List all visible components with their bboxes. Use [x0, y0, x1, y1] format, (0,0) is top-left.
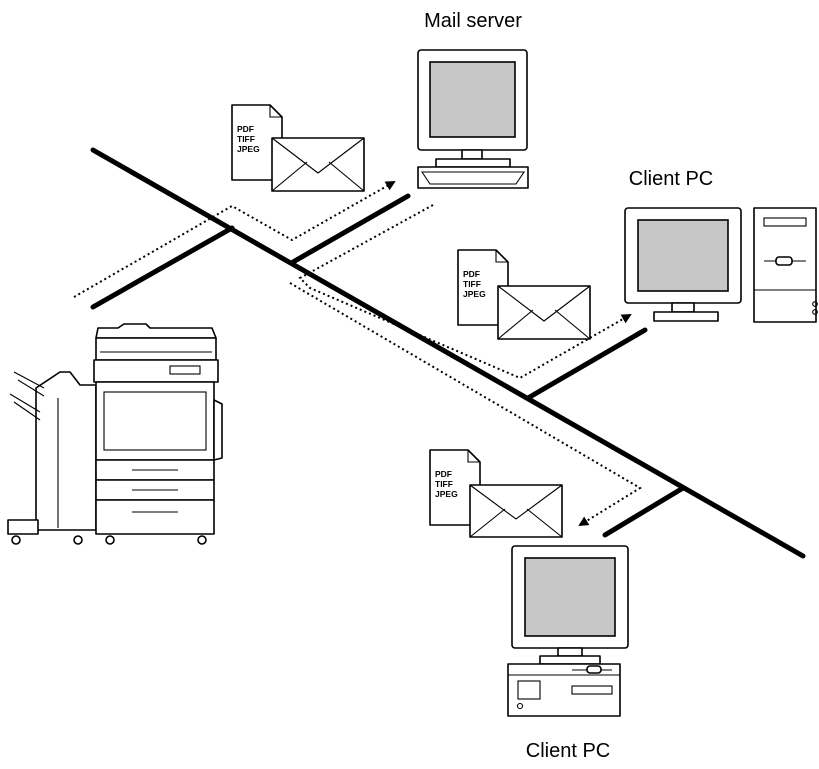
printer-output-tray-2b: [13, 401, 41, 421]
envelope-fold-right: [328, 161, 365, 192]
envelope-icon: [469, 484, 563, 538]
client-pc2-monitor-neck: [557, 647, 583, 657]
client-pc1-monitor-neck: [671, 302, 695, 313]
printer-output-tray-1b: [17, 379, 45, 397]
printer-output-tray-2: [9, 393, 41, 413]
client-pc1-label: Client PC: [629, 168, 713, 190]
envelope-flap: [469, 484, 563, 520]
flow-to-client-pc2: [289, 282, 642, 527]
client-pc2-screen: [524, 557, 616, 637]
client-pc1-monitor-base: [653, 311, 719, 322]
format-pdf: PDF: [463, 269, 480, 279]
client-pc1-drive-bay: [763, 217, 807, 227]
format-tiff: TIFF: [435, 479, 453, 489]
envelope-fold-left: [271, 161, 308, 192]
client-pc2-drive-bay: [571, 685, 613, 695]
email-attachment-2: PDF TIFF JPEG: [457, 249, 591, 340]
printer-drawer-3: [95, 499, 215, 535]
document-fold: [467, 450, 480, 463]
flow-to-mail-server: [73, 181, 396, 298]
flow-to-client-pc1: [298, 204, 632, 380]
printer-body: [95, 381, 215, 461]
mail-server-monitor-neck: [461, 149, 483, 160]
envelope-icon: [497, 285, 591, 340]
printer-finisher-foot: [7, 519, 39, 535]
envelope-flap: [497, 285, 591, 322]
envelope-fold-left: [469, 508, 506, 538]
client-pc2-power-led: [516, 702, 524, 710]
mail-server-keyboard: [417, 166, 529, 189]
client-pc-1: Client PC: [624, 168, 818, 323]
mfp-branch-line: [90, 225, 235, 310]
document-fold: [495, 250, 508, 263]
envelope-fold-right: [526, 508, 563, 538]
printer-output-tray-1: [13, 371, 45, 389]
envelope-fold-right: [554, 309, 591, 340]
envelope-icon: [271, 137, 365, 192]
mail-server-screen: [429, 61, 516, 138]
printer-document-feeder: [95, 323, 217, 339]
client-pc2-panel: [517, 680, 541, 700]
printer-finisher: [35, 371, 97, 531]
format-jpeg: JPEG: [435, 489, 458, 499]
envelope-fold-left: [497, 309, 534, 340]
data-flow-paths: [73, 181, 642, 527]
printer-front-door: [103, 391, 207, 451]
email-attachment-1: PDF TIFF JPEG: [231, 104, 365, 192]
network-cables: [90, 147, 806, 559]
client-pc1-slot-button: [775, 256, 793, 266]
client-pc1-screen: [637, 219, 729, 292]
printer-caster-4: [197, 535, 207, 545]
printer-scanner-unit: [95, 337, 217, 361]
client-pc2-label: Client PC: [526, 740, 610, 762]
printer-display: [169, 365, 201, 375]
format-jpeg: JPEG: [237, 144, 260, 154]
format-pdf: PDF: [237, 124, 254, 134]
mail-server-keyboard-inset: [420, 171, 526, 185]
client-pc2-case: [507, 663, 621, 717]
client-pc-2: Client PC: [507, 545, 629, 762]
client-pc1-indicator-b: [812, 309, 818, 315]
email-attachment-3: PDF TIFF JPEG: [429, 449, 563, 538]
format-tiff: TIFF: [463, 279, 481, 289]
mail-server-label: Mail server: [424, 10, 522, 32]
printer-caster-1: [11, 535, 21, 545]
mail-server-monitor-base: [435, 158, 511, 168]
client-pc1-branch-line: [525, 327, 648, 401]
format-tiff: TIFF: [237, 134, 255, 144]
printer-caster-2: [73, 535, 83, 545]
client-pc2-branch-line: [602, 485, 686, 538]
format-jpeg: JPEG: [463, 289, 486, 299]
envelope-flap: [271, 137, 365, 174]
printer-caster-3: [105, 535, 115, 545]
client-pc2-monitor-base: [539, 655, 601, 665]
client-pc1-indicator-a: [812, 301, 818, 307]
mail-server-branch-line: [290, 193, 411, 265]
printer-control-panel: [93, 359, 219, 383]
printer-side-panel: [213, 399, 223, 461]
client-pc2-slot-button: [586, 665, 602, 674]
mail-server: Mail server: [417, 10, 529, 189]
format-pdf: PDF: [435, 469, 452, 479]
multifunction-printer-icon: [7, 323, 223, 545]
document-fold: [269, 105, 282, 118]
